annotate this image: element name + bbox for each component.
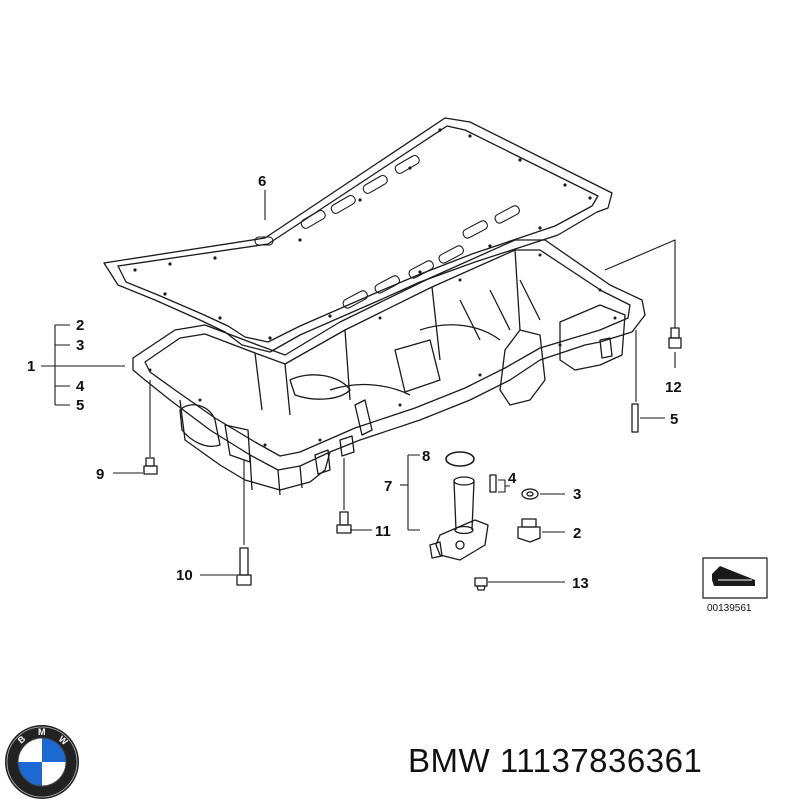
oil-pan-exploded-diagram: 6 2 3 1 4 5 9 10 11 12 5 8 7 4 3 2 13 00…: [27, 117, 768, 614]
callout-4-top: 4: [76, 378, 85, 395]
oil-pan: [132, 239, 646, 496]
bolt-10: [236, 547, 252, 586]
callout-6: 6: [258, 173, 266, 190]
oil-level-sensor: [429, 476, 489, 561]
reference-number: 00139561: [707, 603, 752, 614]
callout-4-right: 4: [508, 470, 517, 487]
drain-plug: [517, 518, 541, 543]
bolt-9: [143, 457, 158, 475]
callout-13: 13: [572, 575, 589, 592]
svg-text:B: B: [16, 733, 28, 745]
callout-8: 8: [422, 448, 430, 465]
callout-labels: 6 2 3 1 4 5 9 10 11 12 5 8 7 4 3 2 13 00…: [27, 173, 752, 614]
callout-12: 12: [665, 379, 682, 396]
callout-1: 1: [27, 358, 35, 375]
callout-2-right: 2: [573, 525, 581, 542]
stud-5: [631, 403, 639, 433]
part-number-label: BMW 11137836361: [408, 742, 703, 779]
oil-pan-gasket: [103, 117, 613, 353]
washer: [521, 488, 539, 500]
callout-5-top: 5: [76, 397, 84, 414]
callout-11: 11: [375, 523, 391, 540]
callout-5-right: 5: [670, 411, 678, 428]
pin: [489, 474, 497, 493]
callout-3-top: 3: [76, 337, 84, 354]
bmw-logo: B M W: [5, 725, 79, 799]
bolt-12: [668, 327, 682, 349]
callout-10: 10: [176, 567, 193, 584]
sensor-screw: [474, 577, 488, 591]
callout-2-top: 2: [76, 317, 84, 334]
callout-7: 7: [384, 478, 392, 495]
callout-9: 9: [96, 466, 104, 483]
o-ring: [445, 451, 475, 467]
leader-lines: [41, 190, 676, 583]
svg-text:M: M: [38, 727, 46, 737]
callout-3-right: 3: [573, 486, 581, 503]
bolt-11: [336, 511, 352, 534]
reference-icon-box: [702, 557, 768, 599]
